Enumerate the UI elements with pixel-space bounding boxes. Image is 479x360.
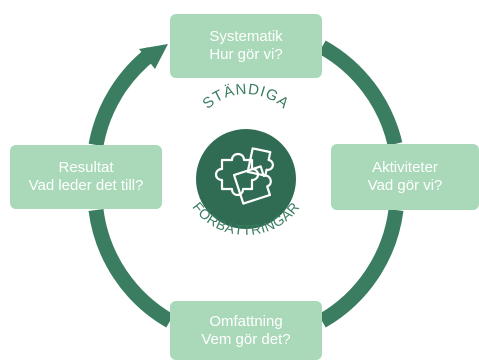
cycle-arc-top-right: [318, 40, 403, 146]
step-question: Vem gör det?: [201, 330, 291, 348]
step-title: Omfattning: [209, 312, 283, 330]
step-resultat: Resultat Vad leder det till?: [10, 145, 162, 209]
step-title: Systematik: [209, 28, 283, 45]
cycle-arc-bottom-left: [88, 208, 174, 328]
step-question: Vad leder det till?: [28, 177, 144, 194]
cycle-arc-top-left: [88, 47, 157, 147]
center-top-text: STÄNDIGA: [199, 81, 292, 113]
step-question: Vad gör vi?: [367, 177, 443, 194]
step-question: Hur gör vi?: [209, 46, 283, 63]
step-omfattning: Omfattning Vem gör det?: [170, 301, 322, 360]
step-title: Resultat: [58, 159, 114, 176]
step-aktiviteter: Aktiviteter Vad gör vi?: [331, 144, 479, 210]
cycle-arc-bottom-right: [318, 208, 404, 328]
step-systematik: Systematik Hur gör vi?: [170, 14, 322, 78]
puzzle-icon: [214, 147, 274, 205]
step-title: Aktiviteter: [372, 159, 438, 176]
cycle-arrowhead-icon: [139, 44, 168, 69]
